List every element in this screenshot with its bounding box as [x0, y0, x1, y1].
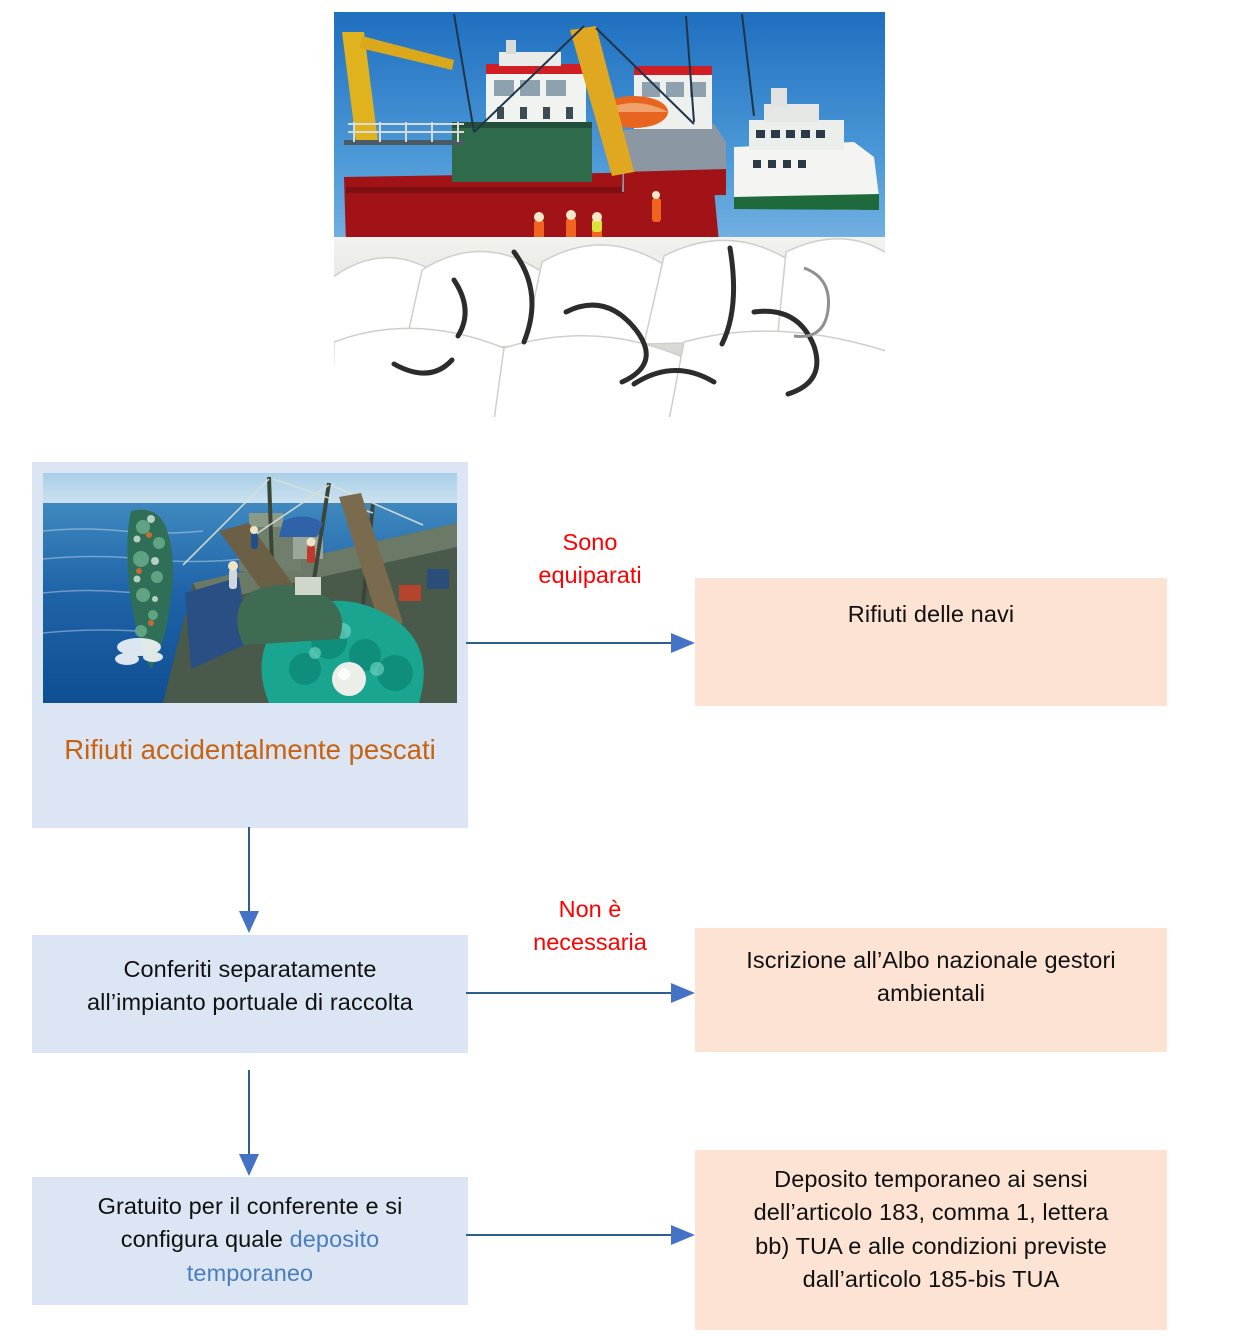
node-conferiti-separatamente: Conferiti separatamente all’impianto por… [32, 935, 468, 1053]
arrow-to-conferiti [239, 827, 259, 933]
node-text-plain-fragment: configura quale [120, 1226, 290, 1253]
caught-photo-graphic [43, 473, 457, 703]
target-text-line-3: bb) TUA e alle condizioni previste [755, 1232, 1107, 1259]
target-text-line-1: Deposito temporaneo ai sensi [774, 1166, 1088, 1192]
edge-label-line-1: Non è [558, 896, 622, 922]
edge-label-line-2: necessaria [533, 929, 647, 956]
node-text-line-1: Gratuito per il conferente e si [97, 1193, 403, 1219]
node-gratuito-deposito-temporaneo: Gratuito per il conferente e si configur… [32, 1177, 468, 1305]
node-text-line-1: Conferiti separatamente [123, 956, 377, 982]
node-title-rifiuti-accidentalmente-pescati: Rifiuti accidentalmente pescati [64, 734, 436, 765]
target-text-iscrizione: Iscrizione all’Albo nazionale gestori am… [746, 944, 1115, 1011]
target-text-line-2: ambientali [876, 980, 986, 1007]
hero-photo-graphic [334, 12, 885, 417]
node-text-gratuito: Gratuito per il conferente e si configur… [98, 1190, 403, 1290]
target-text-line-2: dell’articolo 183, comma 1, lettera [753, 1199, 1109, 1226]
node-text-line-2: configura quale deposito [98, 1223, 403, 1256]
arrow-to-deposito-temporaneo [466, 1225, 695, 1245]
edge-label-non-e-necessaria: Non è necessaria [500, 893, 680, 960]
node-text-accent-temporaneo: temporaneo [186, 1259, 314, 1286]
fishing-vessel-hauling-marine-litter-photo [43, 473, 457, 703]
arrow-to-gratuito [239, 1070, 259, 1176]
target-text-rifiuti-delle-navi: Rifiuti delle navi [847, 601, 1015, 627]
arrow-equiparati [466, 633, 695, 653]
target-text-line-4: dall’articolo 185-bis TUA [802, 1266, 1060, 1293]
target-text-line-1: Iscrizione all’Albo nazionale gestori [746, 947, 1116, 973]
node-text-accent-deposito: deposito [289, 1226, 380, 1253]
node-text-conferiti: Conferiti separatamente all’impianto por… [87, 953, 413, 1020]
node-text-line-2: all’impianto portuale di raccolta [87, 989, 413, 1016]
target-iscrizione-albo-nazionale: Iscrizione all’Albo nazionale gestori am… [695, 928, 1167, 1052]
target-rifiuti-delle-navi: Rifiuti delle navi [695, 578, 1167, 706]
arrow-non-necessaria [466, 983, 695, 1003]
edge-label-line-1: Sono [562, 529, 618, 555]
target-deposito-temporaneo-art-183: Deposito temporaneo ai sensi dell’artico… [695, 1150, 1167, 1330]
edge-label-sono-equiparati: Sono equiparati [500, 526, 680, 593]
edge-label-line-2: equiparati [538, 562, 642, 589]
port-ship-waste-bags-photo [334, 12, 885, 417]
target-text-deposito: Deposito temporaneo ai sensi dell’artico… [754, 1163, 1109, 1296]
node-rifiuti-accidentalmente-pescati: Rifiuti accidentalmente pescati [32, 462, 468, 828]
